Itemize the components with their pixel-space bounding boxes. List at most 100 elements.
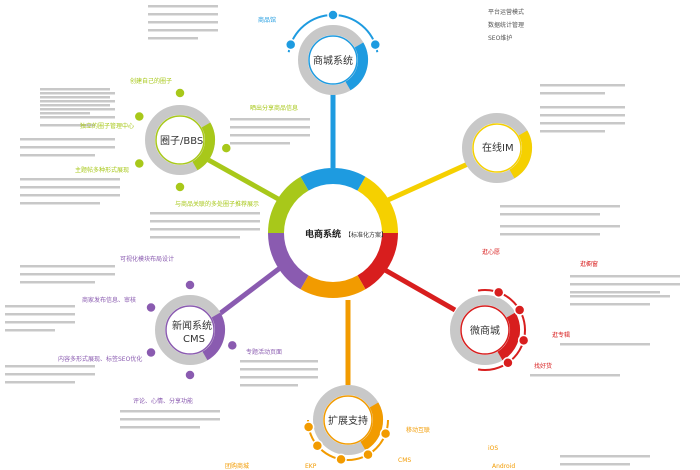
center-subtitle: 【标准化方案】 xyxy=(345,231,387,239)
text-line xyxy=(40,108,115,111)
number-badge xyxy=(133,157,146,170)
hub-segment xyxy=(300,168,366,191)
wshop-label: 微商城 xyxy=(470,324,500,337)
mall-inner xyxy=(308,35,358,85)
number-badge xyxy=(220,142,233,154)
text-line xyxy=(540,114,625,117)
hub-segment xyxy=(357,232,398,290)
number-badge xyxy=(302,421,315,433)
text-line xyxy=(500,205,620,208)
bbs-label: 圈子/BBS xyxy=(160,135,203,147)
text-line xyxy=(570,283,680,286)
number-badge xyxy=(517,334,530,347)
connector-line xyxy=(383,267,457,313)
bbs-ring-accent xyxy=(192,122,215,171)
text-line xyxy=(120,426,200,429)
cms-heading: 内容多形式展现、标签SEO优化 xyxy=(58,355,142,363)
text-line xyxy=(120,410,220,413)
number-badge xyxy=(133,110,146,123)
text-line xyxy=(240,384,298,387)
text-line xyxy=(40,96,110,99)
text-line xyxy=(40,92,115,95)
connector-line xyxy=(386,160,472,203)
text-line xyxy=(230,142,290,145)
text-line xyxy=(540,122,625,125)
bbs-heading: 与商品关联的多处圈子推荐展示 xyxy=(175,200,259,208)
mall-label: 商城系统 xyxy=(313,54,353,67)
text-line xyxy=(40,100,115,103)
text-line xyxy=(148,13,218,16)
cms-ring-accent xyxy=(202,312,225,361)
ext-inner xyxy=(323,395,373,445)
text-line xyxy=(5,329,55,332)
text-line xyxy=(230,118,310,121)
text-line xyxy=(40,112,90,115)
cms-heading: 可视化模块布局设计 xyxy=(120,255,174,263)
bbs-heading: 独立的圈子管理中心 xyxy=(80,122,134,130)
connector-line xyxy=(216,266,282,317)
bbs-heading: 创建自己的圈子 xyxy=(130,77,172,85)
hub-segment xyxy=(357,176,398,234)
bbs-heading: 主题帖多种形式展现 xyxy=(75,166,129,174)
text-line xyxy=(230,126,310,129)
text-line xyxy=(500,225,620,228)
number-badge xyxy=(492,286,505,299)
text-line xyxy=(148,37,198,40)
number-badge xyxy=(184,279,196,291)
mall-item: SEO维护 xyxy=(488,34,512,42)
text-line xyxy=(5,381,75,384)
text-line xyxy=(5,373,95,376)
text-line xyxy=(540,130,605,133)
text-line xyxy=(150,236,240,239)
number-badge xyxy=(369,38,382,51)
text-line xyxy=(20,202,100,205)
bbs-heading: 晒出分享商品信息 xyxy=(250,104,298,112)
connectors xyxy=(203,93,472,385)
number-badge xyxy=(184,369,196,381)
wshop-heading: 逛心愿 xyxy=(482,248,500,256)
ext-heading: Android xyxy=(492,463,515,470)
number-badge xyxy=(145,346,157,359)
wshop-heading: 逛橱窗 xyxy=(580,260,598,268)
text-line xyxy=(560,455,650,458)
im-ring-accent xyxy=(509,130,532,179)
text-line xyxy=(148,5,218,8)
center-title: 电商系统 xyxy=(305,228,341,240)
text-line xyxy=(40,104,110,107)
number-badge xyxy=(284,38,297,51)
im-inner xyxy=(472,123,522,173)
cms-inner xyxy=(165,305,215,355)
number-badge xyxy=(174,87,186,99)
number-badge xyxy=(226,339,239,352)
mall-item: 数据统计管理 xyxy=(488,21,524,29)
hub-segment xyxy=(300,275,366,298)
ext-label: 扩展支持 xyxy=(328,414,368,427)
text-line xyxy=(570,275,680,278)
text-line xyxy=(20,186,120,189)
text-line xyxy=(40,124,95,127)
text-line xyxy=(230,134,310,137)
text-line xyxy=(240,376,318,379)
wshop-ring-accent xyxy=(497,312,520,361)
connector-line xyxy=(203,155,282,203)
mall-group: 商品馆 xyxy=(258,16,276,24)
text-line xyxy=(540,106,625,109)
text-line xyxy=(40,116,115,119)
text-line xyxy=(20,194,120,197)
wshop-heading: 找好货 xyxy=(534,362,552,370)
text-line xyxy=(560,343,650,346)
text-line xyxy=(150,228,260,231)
text-line xyxy=(150,212,260,215)
text-line xyxy=(240,368,318,371)
text-line xyxy=(560,463,630,466)
ext-heading: EKP xyxy=(305,463,317,470)
center-hub-ring xyxy=(268,168,398,298)
text-line xyxy=(20,178,120,181)
mall-item: 平台运营模式 xyxy=(488,8,524,16)
text-lines xyxy=(5,5,680,466)
text-line xyxy=(5,313,75,316)
text-line xyxy=(148,21,218,24)
text-line xyxy=(20,138,115,141)
